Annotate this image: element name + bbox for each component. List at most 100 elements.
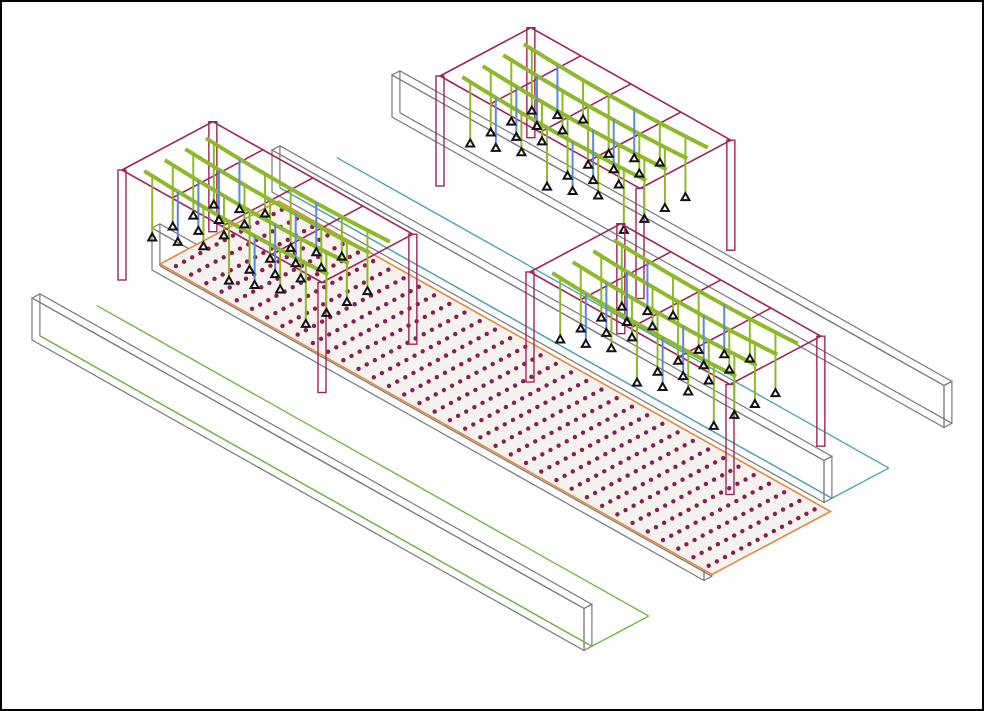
deck-dot	[416, 284, 421, 290]
deck-dot	[742, 494, 747, 499]
deck-dot	[351, 319, 356, 324]
deck-dot	[310, 340, 316, 346]
deck-dot	[436, 340, 442, 345]
deck-dot	[757, 503, 762, 508]
deck-dot	[660, 537, 666, 543]
hook-icon	[320, 306, 333, 317]
gantry-post	[726, 139, 736, 251]
deck-dot	[702, 498, 708, 504]
deck-dot	[631, 503, 636, 508]
deck-dot	[236, 263, 242, 269]
deck-dot	[283, 272, 288, 277]
hook-icon	[744, 352, 756, 363]
deck-dot	[285, 237, 290, 243]
deck-dot	[680, 477, 685, 482]
gantry-beam	[530, 27, 732, 141]
deck-dot	[451, 349, 457, 354]
deck-dot	[433, 392, 438, 397]
hook-icon	[238, 218, 251, 229]
deck-dot	[730, 550, 736, 555]
deck-dot	[271, 211, 276, 217]
hook-icon	[659, 201, 671, 212]
deck-dot	[349, 353, 354, 359]
deck-dot	[541, 434, 546, 440]
deck-dot	[423, 297, 429, 302]
wall-mid-right-rail-end	[831, 467, 890, 499]
deck-dot	[733, 516, 738, 521]
hook-icon	[607, 163, 620, 174]
deck-dot	[265, 315, 270, 320]
deck-dot	[722, 554, 728, 560]
deck-dot	[426, 379, 431, 384]
deck-dot	[765, 498, 771, 504]
hook-icon	[536, 135, 548, 146]
hanger-beam	[571, 260, 758, 368]
deck-dot	[462, 310, 467, 315]
deck-dot	[190, 255, 195, 260]
deck-dot	[494, 426, 499, 431]
deck-dot	[503, 404, 509, 410]
deck-dot	[219, 289, 224, 294]
deck-dot	[544, 383, 549, 388]
deck-dot	[661, 520, 667, 526]
deck-dot	[377, 271, 383, 277]
deck-dot	[517, 430, 523, 436]
deck-dot	[570, 469, 575, 474]
deck-dot	[399, 310, 404, 315]
deck-dot	[270, 229, 275, 234]
deck-dot	[649, 460, 655, 465]
deck-dot	[483, 348, 488, 354]
deck-dot	[627, 438, 632, 444]
deck-dot	[716, 524, 722, 530]
deck-dot	[382, 319, 388, 324]
deck-dot	[688, 473, 693, 478]
deck-dot	[604, 434, 609, 440]
deck-dot	[674, 447, 679, 452]
hook-icon	[243, 263, 256, 274]
hook-icon	[626, 331, 638, 342]
hook-icon	[575, 322, 587, 333]
deck-dot	[267, 280, 272, 286]
deck-dot	[515, 348, 520, 354]
deck-dot	[591, 391, 596, 397]
deck-dot	[447, 301, 452, 307]
deck-dot	[585, 477, 591, 483]
deck-dot	[300, 246, 306, 251]
deck-dot	[701, 516, 706, 521]
deck-dot	[696, 468, 702, 474]
deck-dot	[237, 246, 243, 251]
deck-dot	[747, 541, 752, 547]
hook-icon	[703, 374, 715, 385]
deck-dot	[703, 481, 709, 487]
deck-dot	[587, 443, 593, 448]
hook-icon	[284, 241, 297, 252]
deck-dot	[441, 387, 447, 393]
deck-dot	[337, 293, 342, 298]
deck-dot	[516, 447, 522, 453]
deck-dot	[549, 430, 554, 435]
deck-dot	[577, 482, 583, 487]
deck-dot	[566, 404, 572, 410]
deck-dot	[197, 268, 202, 273]
hook-icon	[613, 178, 625, 189]
deck-dot	[655, 490, 661, 495]
hanger-beam	[502, 53, 689, 161]
deck-dot	[535, 404, 540, 410]
deck-dot	[350, 336, 355, 341]
deck-dot	[440, 405, 446, 410]
deck-dot	[325, 233, 330, 238]
deck-dot	[629, 404, 635, 409]
gantry-right	[525, 222, 826, 496]
deck-dot	[740, 529, 745, 534]
deck-dot	[412, 353, 417, 358]
deck-dot	[687, 490, 692, 495]
deck-dot	[314, 272, 320, 277]
deck-dot	[320, 302, 326, 307]
deck-dot	[288, 319, 293, 324]
deck-dot	[727, 485, 732, 491]
hook-icon	[259, 207, 271, 218]
deck-dot	[365, 345, 371, 350]
deck-dot	[242, 293, 248, 299]
deck-dot	[344, 306, 349, 311]
deck-dot	[291, 267, 297, 273]
